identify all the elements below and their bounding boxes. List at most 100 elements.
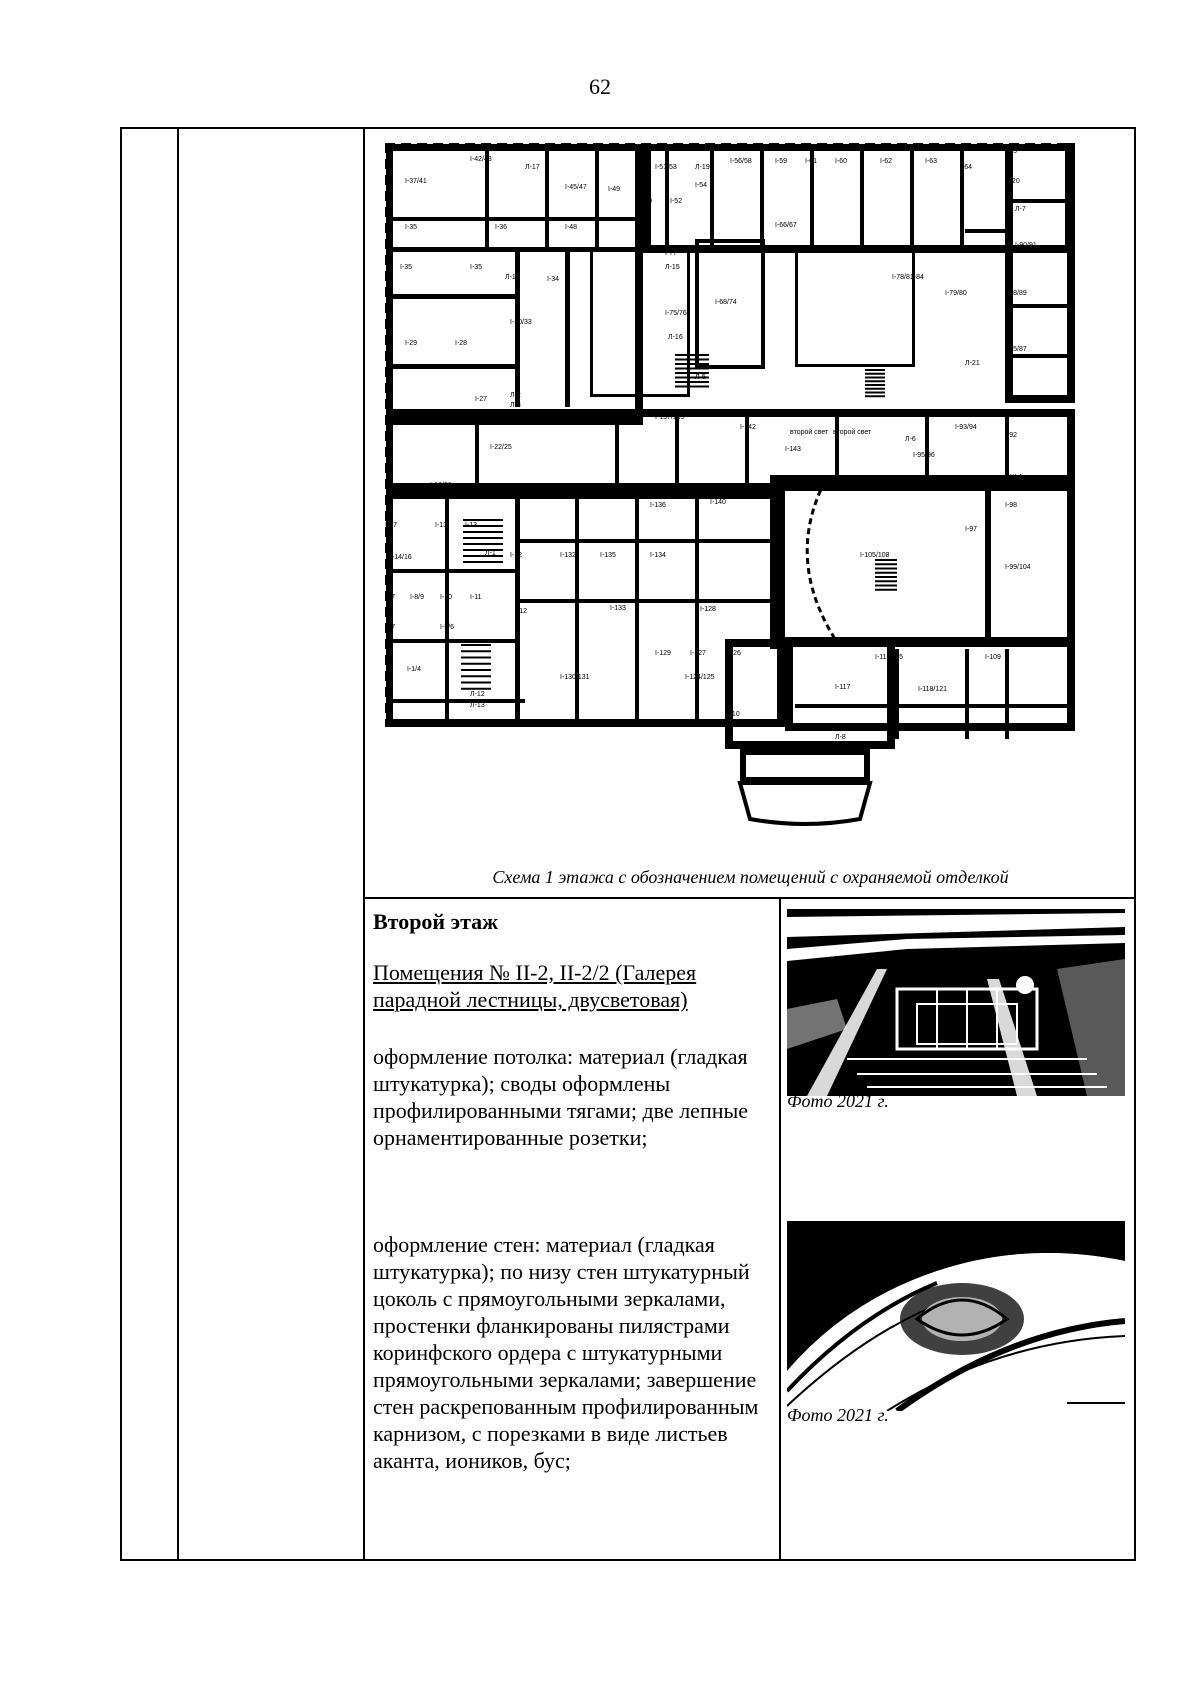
room-label: второй свет <box>790 428 829 436</box>
floor-plan-walls <box>383 141 1075 826</box>
plan-wall <box>383 697 386 703</box>
room-label: I-13 <box>435 522 447 529</box>
plan-wall <box>865 391 885 394</box>
plan-wall <box>383 457 386 463</box>
room-label: I-54 <box>695 182 707 189</box>
plan-wall <box>463 537 503 539</box>
plan-wall <box>539 141 545 144</box>
plan-wall <box>383 409 386 415</box>
plan-wall <box>891 141 897 144</box>
plan-wall <box>383 665 386 671</box>
plan-wall <box>760 143 764 251</box>
plan-wall <box>795 704 1075 708</box>
plan-wall <box>725 741 895 749</box>
plan-wall <box>960 143 964 251</box>
plan-wall <box>875 571 897 574</box>
plan-wall <box>725 639 733 749</box>
plan-wall <box>383 185 386 191</box>
plan-wall <box>383 313 386 319</box>
plan-wall <box>695 491 699 727</box>
plan-wall <box>1005 395 1075 403</box>
plan-wall <box>383 489 386 495</box>
room-label: I-48 <box>565 224 577 231</box>
plan-wall <box>385 417 643 425</box>
room-label: Ш-1 <box>1010 474 1023 481</box>
room-label: I-98 <box>1005 502 1017 509</box>
plan-wall <box>1067 475 1075 645</box>
plan-wall <box>875 588 897 591</box>
photo-cell: Фото 2021 г. Фото 2021 г. <box>781 899 1136 1561</box>
plan-wall <box>520 539 770 543</box>
plan-wall <box>635 491 639 727</box>
plan-wall <box>383 169 386 175</box>
plan-wall <box>461 656 491 659</box>
plan-wall <box>383 281 386 287</box>
plan-wall <box>860 143 864 251</box>
plan-wall <box>603 141 609 144</box>
room-label: I-10 <box>440 594 452 601</box>
photo-caption: Фото 2021 г. <box>787 1405 889 1425</box>
room-label: I-88/89 <box>1005 290 1027 297</box>
room-label: I-12 <box>515 608 527 615</box>
plan-wall <box>383 377 386 383</box>
plan-wall <box>635 143 643 425</box>
plan-wall <box>383 633 386 639</box>
room-label: I-11 <box>470 594 482 601</box>
plan-wall <box>715 141 721 144</box>
room-label: I-51/53 <box>655 164 677 171</box>
plan-wall <box>1035 141 1041 144</box>
room-label: I-61 <box>805 158 817 165</box>
plan-wall <box>875 141 881 144</box>
plan-wall <box>810 143 814 251</box>
plan-wall <box>383 249 386 255</box>
room-label: Л-19 <box>695 164 710 171</box>
ceiling-rosette-photo <box>787 1221 1125 1411</box>
plan-wall <box>615 409 619 491</box>
plan-wall <box>675 358 709 361</box>
plan-wall <box>385 143 643 151</box>
room-label: I-7 <box>387 594 395 601</box>
plan-wall <box>383 601 386 607</box>
plan-wall <box>383 361 386 367</box>
room-label: I-130/131 <box>560 674 590 681</box>
room-label: I-99/104 <box>1005 564 1031 571</box>
plan-wall <box>865 380 885 383</box>
plan-wall <box>461 669 491 671</box>
room-label: I-18/21 <box>430 482 452 489</box>
plan-wall <box>395 141 401 144</box>
room-label: I-7 <box>387 624 395 631</box>
plan-wall <box>699 141 705 144</box>
room-label: I-12 <box>510 552 522 559</box>
plan-wall <box>665 143 669 251</box>
plan-wall <box>740 749 746 783</box>
plan-wall <box>770 569 780 649</box>
plan-wall <box>875 576 897 578</box>
plan-wall <box>1005 354 1075 358</box>
plan-wall <box>675 367 709 370</box>
plan-wall <box>461 650 491 653</box>
plan-wall <box>795 364 915 367</box>
room-label: I-79/80 <box>945 290 967 297</box>
plan-wall <box>865 376 885 379</box>
plan-wall <box>687 247 690 397</box>
plan-wall <box>770 475 778 645</box>
plan-wall <box>675 354 709 356</box>
plan-wall <box>987 141 993 144</box>
plan-wall <box>411 141 417 144</box>
room-label: I-137/139 <box>655 414 685 421</box>
plan-wall <box>1005 409 1009 491</box>
plan-wall <box>740 749 870 755</box>
plan-wall <box>463 525 503 527</box>
plan-wall <box>383 233 386 239</box>
plan-wall <box>383 585 386 591</box>
plan-wall <box>385 569 515 573</box>
plan-wall <box>785 639 1075 647</box>
plan-wall <box>923 141 929 144</box>
plan-wall <box>590 394 690 397</box>
room-label: I-97 <box>965 526 977 533</box>
plan-wall <box>1005 649 1009 739</box>
plan-wall <box>383 217 386 223</box>
room-label: I-123 <box>775 721 791 728</box>
room-label: I-63 <box>925 158 937 165</box>
